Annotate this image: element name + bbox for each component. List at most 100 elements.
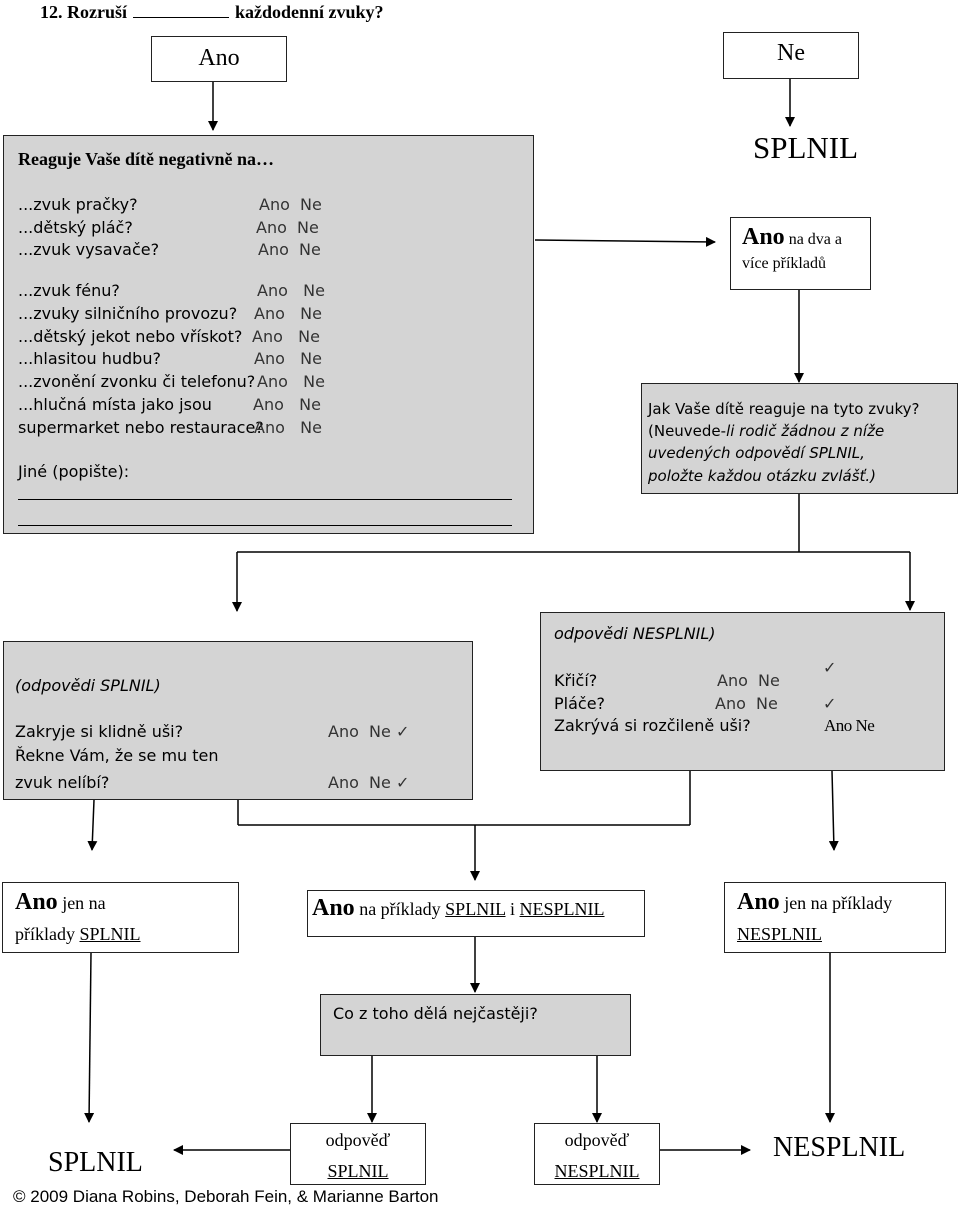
answer-pass-line2: SPLNIL — [327, 1161, 389, 1181]
sound-item-label: ...zvonění zvonku či telefonu? — [18, 372, 256, 391]
two-or-more-line1: Ano na dva a — [742, 224, 842, 251]
answer-pair[interactable]: Ano Ne — [254, 304, 322, 323]
answer-pair[interactable]: Ano Ne ✓ — [328, 773, 409, 792]
fail-question-3: Zakrývá si rozčileně uši? — [554, 716, 751, 735]
no-option[interactable]: Ne — [299, 395, 321, 414]
other-line-2[interactable] — [18, 525, 512, 526]
yes-option[interactable]: Ano — [253, 395, 284, 414]
only-pass-examples: příklady — [15, 924, 75, 944]
yes-option[interactable]: Ano — [258, 240, 289, 259]
answer-pair[interactable]: Ano Ne — [252, 327, 320, 346]
top-no-box: Ne — [723, 32, 859, 79]
pass-answers-header: (odpovědi SPLNIL) — [15, 676, 161, 695]
only-pass-box: Ano jen na příklady SPLNIL — [2, 882, 239, 953]
no-option[interactable]: Ne — [299, 240, 321, 259]
answer-pair[interactable]: Ano Ne — [254, 349, 322, 368]
no-option[interactable]: Ne — [758, 671, 780, 690]
final-fail-result: NESPLNIL — [773, 1132, 906, 1163]
reaction-line1: Jak Vaše dítě reaguje na tyto zvuky? — [648, 400, 920, 418]
answer-pair[interactable]: Ano Ne — [253, 395, 321, 414]
sound-item-label: ...dětský pláč? — [18, 218, 133, 237]
yes-option[interactable]: Ano — [717, 671, 748, 690]
sound-item-label: ...zvuky silničního provozu? — [18, 304, 238, 323]
no-option[interactable]: Ne — [756, 694, 778, 713]
yes-option[interactable]: Ano — [254, 418, 285, 437]
answer-pair[interactable]: Ano Ne — [254, 418, 322, 437]
yes-option[interactable]: Ano — [254, 304, 285, 323]
both-ano: Ano — [312, 895, 355, 921]
answer-pair[interactable]: Ano Ne — [258, 240, 321, 259]
answer-pair[interactable]: Ano Ne — [715, 694, 778, 713]
no-option[interactable]: Ne — [369, 722, 391, 741]
top-no-label: Ne — [777, 40, 805, 66]
only-pass-rest: jen na — [62, 893, 106, 913]
check-icon[interactable]: ✓ — [823, 658, 837, 677]
no-option[interactable]: Ne — [300, 195, 322, 214]
only-fail-rest: jen na příklady — [784, 893, 893, 913]
fail-question-1: Křičí? — [554, 671, 598, 690]
sound-item-label: ...zvuk fénu? — [18, 281, 120, 300]
yes-option[interactable]: Ano — [715, 694, 746, 713]
both-pass: SPLNIL — [445, 899, 506, 919]
sound-item-label: ...dětský jekot nebo vřískot? — [18, 327, 243, 346]
answer-fail-line1: odpověď — [564, 1130, 630, 1150]
no-option[interactable]: Ne — [303, 372, 325, 391]
question-suffix: každodenní zvuky? — [235, 2, 384, 22]
pass-question-2a: Řekne Vám, že se mu ten — [15, 746, 219, 765]
answer-pair[interactable]: Ano Ne — [717, 671, 780, 690]
no-option[interactable]: Ne — [297, 218, 319, 237]
reaction-line2: (Neuvede-li rodič žádnou z níže — [648, 422, 884, 440]
yes-option[interactable]: Ano — [257, 372, 288, 391]
answer-pair[interactable]: Ano Ne — [259, 195, 322, 214]
only-pass-line1: Ano jen na — [15, 889, 106, 916]
no-option[interactable]: Ne — [300, 418, 322, 437]
reaction-line2b: li rodič žádnou z níže — [726, 422, 885, 440]
answer-pair[interactable]: Ano Ne — [257, 372, 325, 391]
both-rest: na příklady — [359, 899, 441, 919]
check-icon[interactable]: ✓ — [395, 722, 410, 741]
reaction-line4: položte každou otázku zvlášť.) — [648, 467, 877, 485]
most-often-label: Co z toho dělá nejčastěji? — [333, 1004, 538, 1023]
both-line: Ano na příklady SPLNIL i NESPLNIL — [312, 895, 605, 922]
yes-option[interactable]: Ano — [328, 773, 359, 792]
no-option[interactable]: Ne — [369, 773, 391, 792]
two-or-more-rest: na dva a — [788, 231, 842, 248]
answer-pair[interactable]: Ano Ne — [256, 218, 319, 237]
yes-option[interactable]: Ano — [257, 281, 288, 300]
sound-item-label: supermarket nebo restaurace? — [18, 418, 264, 437]
check-icon[interactable]: ✓ — [395, 773, 410, 792]
pass-question-2b: zvuk nelíbí? — [15, 773, 110, 792]
reaction-line2a: (Neuvede- — [648, 422, 727, 440]
only-fail-box: Ano jen na příklady NESPLNIL — [724, 882, 946, 953]
yes-option[interactable]: Ano — [256, 218, 287, 237]
sound-item-label: ...hlasitou hudbu? — [18, 349, 161, 368]
answer-pass-box: odpověď SPLNIL — [290, 1123, 426, 1185]
answer-pair[interactable]: Ano Ne ✓ — [328, 722, 409, 741]
sound-item-label: ...zvuk vysavače? — [18, 240, 160, 259]
only-pass-line2: příklady SPLNIL — [15, 924, 141, 945]
check-icon[interactable]: ✓ — [823, 694, 837, 713]
answer-pair[interactable]: Ano Ne — [257, 281, 325, 300]
sound-item-label: ...hlučná místa jako jsou — [18, 395, 212, 414]
most-often-box: Co z toho dělá nejčastěji? — [320, 994, 631, 1056]
other-line-1[interactable] — [18, 499, 512, 500]
yes-option[interactable]: Ano — [259, 195, 290, 214]
both-fail: NESPLNIL — [519, 899, 605, 919]
no-option[interactable]: Ne — [303, 281, 325, 300]
yes-option[interactable]: Ano — [254, 349, 285, 368]
answer-pass-line1: odpověď — [325, 1130, 391, 1150]
no-option[interactable]: Ne — [298, 327, 320, 346]
both-and: i — [510, 899, 516, 919]
yes-option[interactable]: Ano — [328, 722, 359, 741]
sounds-heading: Reaguje Vaše dítě negativně na… — [18, 149, 274, 169]
reaction-line3: uvedených odpovědí SPLNIL, — [648, 444, 865, 462]
sound-item-label: ...zvuk pračky? — [18, 195, 138, 214]
sounds-question-box: Reaguje Vaše dítě negativně na… ...zvuk … — [3, 135, 534, 534]
no-option[interactable]: Ne — [300, 304, 322, 323]
fail-question-3-answer[interactable]: Ano Ne — [824, 716, 875, 735]
only-pass-label: SPLNIL — [79, 924, 141, 944]
no-option[interactable]: Ne — [300, 349, 322, 368]
question-blank — [133, 3, 229, 18]
yes-option[interactable]: Ano — [252, 327, 283, 346]
